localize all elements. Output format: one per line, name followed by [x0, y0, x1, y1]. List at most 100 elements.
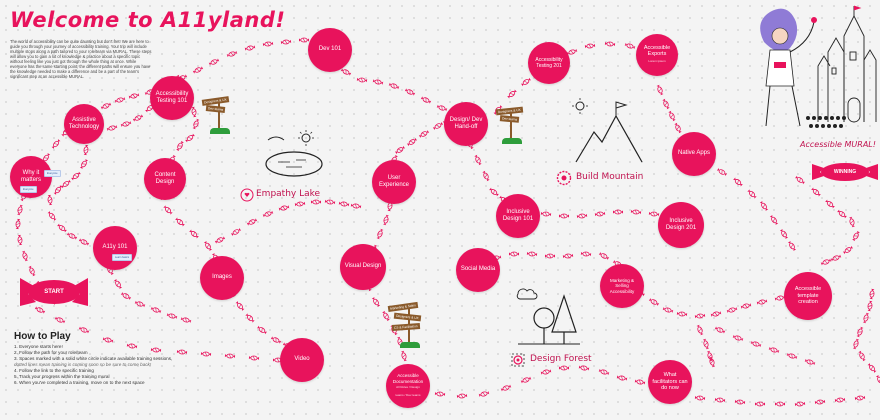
path-candy	[432, 122, 444, 130]
station-label: User Experience	[378, 174, 410, 189]
station-accessible-exports[interactable]: Accessible Exports Lorem ipsum	[636, 34, 678, 76]
station-label: Visual Design	[344, 263, 382, 270]
path-candy	[656, 84, 664, 96]
station-content-design[interactable]: Content Design	[144, 158, 186, 200]
path-candy	[51, 139, 61, 149]
station-dev-101[interactable]: Dev 101	[308, 28, 352, 72]
path-candy	[436, 104, 448, 112]
path-candy	[584, 43, 596, 49]
path-candy	[340, 68, 352, 76]
path-candy	[17, 234, 23, 246]
station-label: Design/ Dev Hand-off	[449, 116, 483, 131]
path-candy	[294, 201, 306, 207]
path-candy	[624, 42, 636, 50]
sticky-note[interactable]: Learn basics	[112, 254, 133, 261]
station-marketing-selling[interactable]: Marketing & Selling Accessibility	[600, 264, 644, 308]
station-label: Accessible Exports	[643, 44, 671, 58]
path-candy	[128, 93, 140, 99]
path-candy	[478, 391, 490, 397]
path-candy	[382, 310, 390, 322]
path-candy	[176, 140, 184, 152]
path-candy	[733, 177, 743, 187]
board-title: Welcome to A11yland!	[10, 8, 286, 32]
path-candy	[702, 338, 710, 350]
station-images[interactable]: Images	[200, 256, 244, 300]
path-candy	[280, 39, 292, 45]
path-candy	[580, 251, 592, 257]
path-candy	[338, 201, 350, 207]
station-design-dev-handoff[interactable]: Design/ Dev Hand-off	[444, 102, 488, 146]
path-candy	[47, 194, 53, 206]
path-candy	[150, 306, 162, 314]
station-label: Content Design	[154, 171, 176, 186]
station-assistive-technology[interactable]: Assistive Technology	[64, 104, 104, 144]
station-native-apps[interactable]: Native Apps	[672, 132, 716, 176]
path-candy	[750, 340, 762, 348]
path-candy	[540, 211, 552, 217]
path-candy	[489, 187, 499, 197]
path-candy	[15, 218, 21, 230]
path-candy	[224, 353, 236, 359]
path-candy	[189, 229, 199, 239]
station-user-experience[interactable]: User Experience	[372, 160, 416, 204]
path-candy	[662, 307, 674, 313]
path-candy	[434, 391, 446, 397]
how-to-play-step: 1. Everyone starts here!	[14, 344, 63, 349]
station-visual-design[interactable]: Visual Design	[340, 244, 386, 290]
station-a11y-101[interactable]: A11y 101	[93, 226, 137, 270]
path-candy	[406, 137, 418, 147]
path-candy	[208, 58, 220, 66]
path-candy	[842, 245, 854, 255]
path-candy	[53, 185, 63, 195]
design-forest-label: Design Forest	[530, 354, 592, 364]
how-to-play-heading: How to Play	[14, 331, 71, 342]
path-candy	[83, 144, 89, 156]
gear-icon	[556, 170, 572, 186]
path-candy	[383, 214, 389, 226]
station-accessible-documentation[interactable]: Accessible Documentation All Roles / Des…	[386, 364, 430, 408]
how-to-play-steps: 1. Everyone starts here! 2. Follow the p…	[14, 344, 214, 386]
sign-board: CS & Facilitation	[391, 323, 420, 331]
path-candy	[576, 213, 588, 219]
path-candy	[102, 337, 114, 343]
start-button[interactable]: START	[26, 280, 82, 304]
path-candy	[862, 312, 870, 324]
path-candy	[134, 300, 146, 308]
path-candy	[648, 211, 660, 217]
path-candy	[372, 79, 384, 85]
path-candy	[371, 297, 381, 307]
path-candy	[270, 336, 282, 344]
station-accessible-template-creation[interactable]: Accessible template creation	[784, 272, 832, 320]
station-inclusive-design-201[interactable]: Inclusive Design 201	[658, 202, 704, 248]
path-candy	[47, 211, 57, 221]
station-what-facilitators-can-do[interactable]: What facilitators can do now	[648, 360, 692, 404]
station-inclusive-design-101[interactable]: Inclusive Design 101	[496, 194, 540, 238]
path-candy	[17, 204, 23, 216]
station-video[interactable]: Video	[280, 338, 324, 382]
station-label: What facilitators can do now	[652, 372, 688, 392]
path-candy	[696, 324, 704, 336]
sticky-note[interactable]: Everyone	[20, 186, 37, 193]
path-candy	[299, 37, 309, 43]
station-label: Accessibility Testing 101	[155, 90, 189, 105]
station-accessibility-testing-101[interactable]: Accessibility Testing 101	[150, 76, 194, 120]
path-candy	[113, 278, 123, 290]
path-candy	[755, 401, 765, 407]
path-candy	[708, 356, 716, 368]
station-accessibility-testing-201[interactable]: Accessibility Testing 201	[528, 42, 570, 84]
path-candy	[768, 346, 780, 354]
station-sublabel: Lorem ipsum	[648, 58, 666, 63]
winning-button[interactable]: WINNING	[822, 164, 868, 180]
path-candy	[28, 265, 36, 277]
path-candy	[540, 369, 552, 375]
station-social-media[interactable]: Social Media	[456, 248, 500, 292]
path-candy	[759, 201, 769, 211]
path-candy	[120, 292, 132, 300]
path-candy	[248, 355, 260, 361]
path-candy	[830, 254, 842, 262]
start-label: START	[44, 289, 64, 295]
sticky-note[interactable]: Everyone	[44, 170, 61, 177]
station-label: Marketing & Selling Accessibility	[609, 277, 635, 294]
path-candy	[311, 199, 321, 205]
path-candy	[676, 311, 688, 317]
